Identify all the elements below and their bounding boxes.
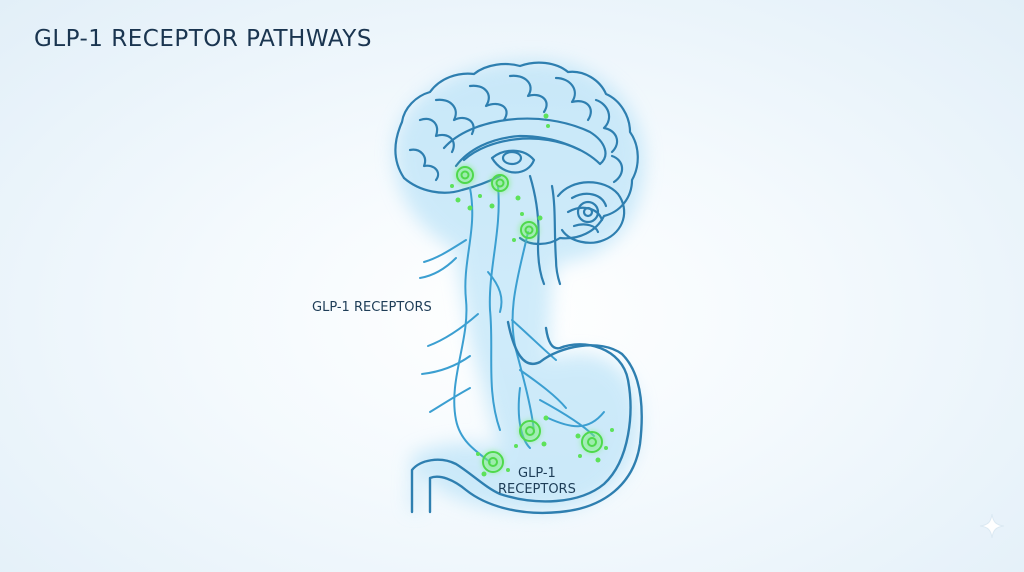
stomach-icon xyxy=(410,320,643,515)
sparkle-icon xyxy=(979,513,1005,539)
diagram-title: GLP-1 RECEPTOR PATHWAYS xyxy=(34,26,372,52)
receptor-dots xyxy=(450,113,614,477)
brain-icon xyxy=(394,61,639,286)
stomach-receptors-label-line1: GLP-1 xyxy=(518,466,556,481)
stomach-receptors-label-line2: RECEPTORS xyxy=(498,482,576,497)
stomach-receptors-label: GLP-1 RECEPTORS xyxy=(498,466,576,498)
nerve-receptors-label: GLP-1 RECEPTORS xyxy=(312,300,432,315)
receptor-site-icon xyxy=(456,166,603,473)
receptor-sites xyxy=(450,113,614,477)
